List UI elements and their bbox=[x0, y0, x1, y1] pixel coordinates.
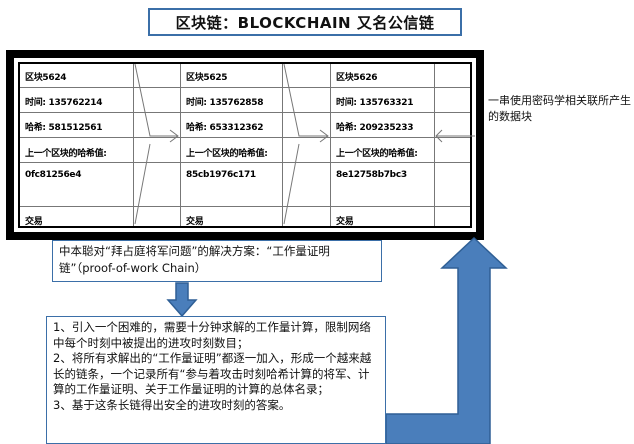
steps-box: 1、引入一个困难的，需要十分钟求解的工作量计算，限制网络中每个时刻中被提出的进攻… bbox=[46, 316, 386, 444]
block-5625: 区块5625 时间: 135762858 哈希: 653312362 上一个区块… bbox=[181, 64, 331, 227]
block-time: 时间: 135762214 bbox=[25, 98, 103, 108]
block-hash: 哈希: 653312362 bbox=[186, 123, 264, 133]
block-transactions: 交易 bbox=[336, 217, 354, 227]
block-prev-hash-value: 0fc81256e4 bbox=[25, 170, 82, 180]
block-transactions: 交易 bbox=[186, 217, 204, 227]
block-hash: 哈希: 209235233 bbox=[336, 123, 414, 133]
blockchain-frame: 区块5624 时间: 135762214 哈希: 581512561 上一个区块… bbox=[6, 50, 484, 240]
block-time: 时间: 135762858 bbox=[186, 98, 264, 108]
blockchain-inner: 区块5624 时间: 135762214 哈希: 581512561 上一个区块… bbox=[18, 62, 475, 228]
step-item: 3、基于这条长链得出安全的进攻时刻的答案。 bbox=[53, 397, 291, 412]
solution-note: 中本聪对“拜占庭将军问题”的解决方案：“工作量证明链”（proof-of-wor… bbox=[59, 244, 330, 275]
title-box: 区块链：BLOCKCHAIN 又名公信链 bbox=[148, 8, 462, 36]
block-hash: 哈希: 581512561 bbox=[25, 123, 103, 133]
block-prev-hash-label: 上一个区块的哈希值: bbox=[186, 149, 268, 159]
step-item: 1、引入一个困难的，需要十分钟求解的工作量计算，限制网络中每个时刻中被提出的进攻… bbox=[53, 320, 371, 350]
block-transactions: 交易 bbox=[25, 217, 43, 227]
solution-note-box: 中本聪对“拜占庭将军问题”的解决方案：“工作量证明链”（proof-of-wor… bbox=[52, 240, 382, 282]
return-arrow-icon bbox=[385, 236, 508, 444]
block-prev-hash-value: 8e12758b7bc3 bbox=[336, 170, 407, 180]
down-arrow-icon bbox=[166, 282, 198, 318]
chain-links bbox=[134, 64, 475, 225]
block-5624: 区块5624 时间: 135762214 哈希: 581512561 上一个区块… bbox=[20, 64, 170, 227]
side-description: 一串使用密码学相关联所产生的数据块 bbox=[488, 94, 631, 123]
block-prev-hash-label: 上一个区块的哈希值: bbox=[336, 149, 418, 159]
block-time: 时间: 135763321 bbox=[336, 98, 414, 108]
block-5626: 区块5626 时间: 135763321 哈希: 209235233 上一个区块… bbox=[331, 64, 481, 227]
block-id: 区块5625 bbox=[186, 73, 228, 83]
step-item: 2、将所有求解出的“工作量证明”都逐一加入，形成一个越来越长的链条，一个记录所有… bbox=[53, 351, 372, 396]
block-id: 区块5624 bbox=[25, 73, 67, 83]
block-prev-hash-label: 上一个区块的哈希值: bbox=[25, 149, 107, 159]
diagram-title: 区块链：BLOCKCHAIN 又名公信链 bbox=[175, 13, 435, 32]
block-id: 区块5626 bbox=[336, 73, 378, 83]
block-prev-hash-value: 85cb1976c171 bbox=[186, 170, 256, 180]
